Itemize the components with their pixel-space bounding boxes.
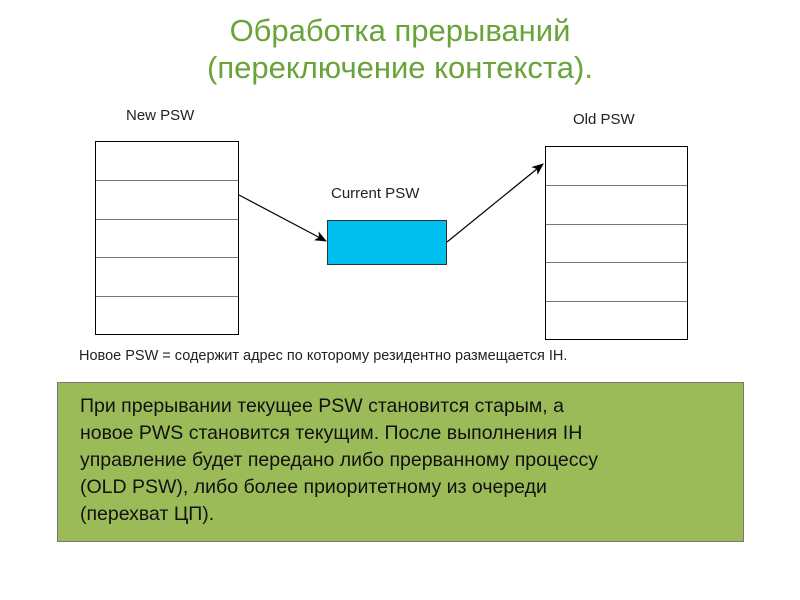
psw-cell-divider [96,219,238,220]
psw-cell-divider [546,262,687,263]
title-line-1: Обработка прерываний [229,13,571,48]
arrow-new-to-current [238,194,327,242]
arrow-current-to-old [446,163,544,243]
psw-cell-divider [96,180,238,181]
explanation-line-1: При прерывании текущее PSW становится ст… [80,395,564,417]
title-line-2: (переключение контекста). [207,50,593,85]
psw-cell-divider [96,296,238,297]
psw-cell-divider [546,301,687,302]
explanation-line-5: (перехват ЦП). [80,503,215,525]
explanation-line-3: управление будет передано либо прерванно… [80,449,598,471]
explanation-line-4: (OLD PSW), либо более приоритетному из о… [80,476,547,498]
current-psw-label: Current PSW [331,185,420,202]
current-psw-box [327,220,447,265]
new-psw-note: Новое PSW = содержит адрес по которому р… [79,348,568,364]
old-psw-label: Old PSW [573,111,635,128]
psw-cell-divider [546,185,687,186]
new-psw-stack [95,141,239,335]
explanation-line-2: новое PWS становится текущим. После выпо… [80,422,583,444]
explanation-box: При прерывании текущее PSW становится ст… [57,382,744,542]
new-psw-label: New PSW [126,107,195,124]
old-psw-stack [545,146,688,340]
psw-cell-divider [546,224,687,225]
psw-cell-divider [96,257,238,258]
slide-title: Обработка прерываний (переключение конте… [0,12,800,86]
